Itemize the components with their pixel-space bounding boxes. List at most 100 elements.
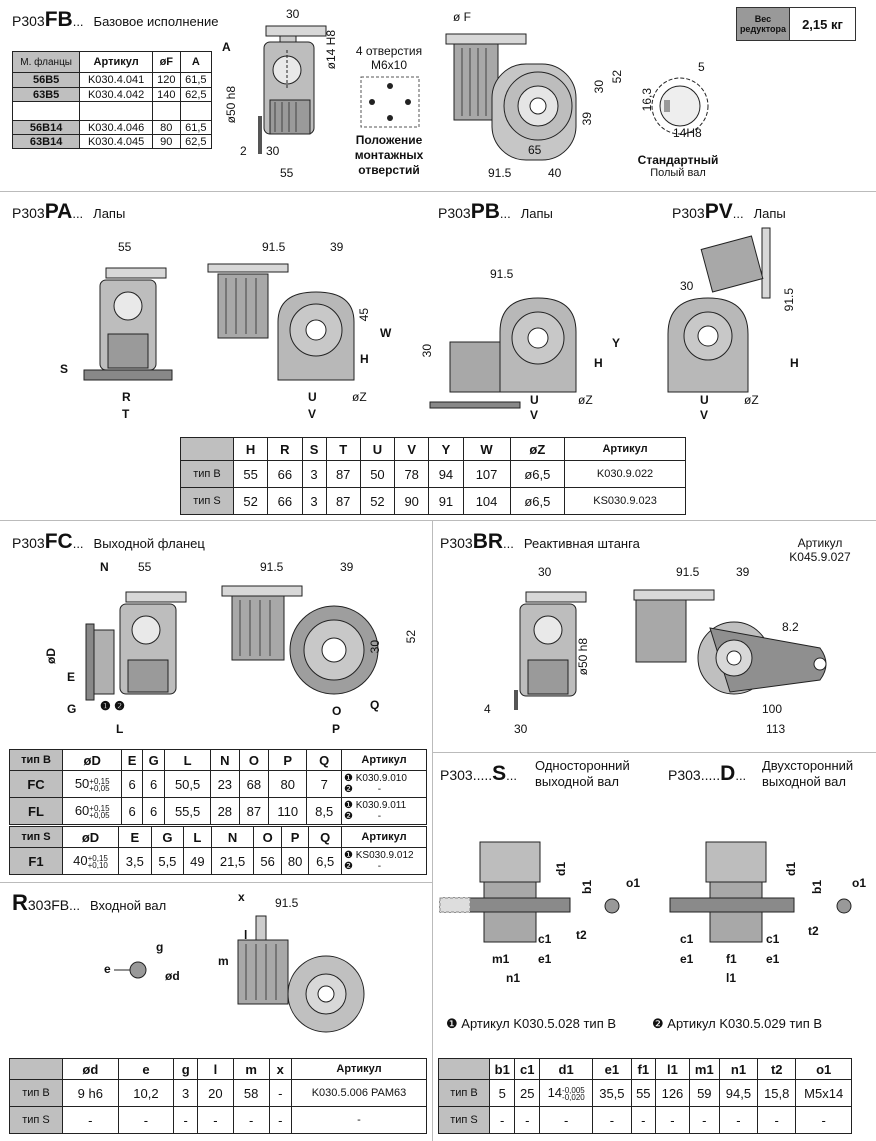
dim-d50: ø50 h8: [224, 86, 238, 124]
dim-fc-g: G: [67, 702, 77, 716]
dim-br-915: 91.5: [676, 565, 700, 579]
fb-front-drawing: [445, 33, 577, 161]
dim-rfb-l: l: [244, 928, 248, 942]
dim-fc-p: P: [332, 722, 341, 736]
dim-br-82: 8.2: [782, 620, 799, 634]
dim-rfb-g: g: [156, 940, 164, 954]
br-side-drawing: [514, 591, 587, 710]
dim-s-m1: m1: [492, 952, 510, 966]
dim-39: 39: [580, 112, 594, 126]
pa-side-drawing: [83, 267, 173, 381]
dim-pa-s: S: [60, 362, 69, 376]
dim-pb-30: 30: [420, 344, 434, 358]
section-title-s: P303.....S...: [440, 762, 518, 785]
dim-pv-u: U: [700, 393, 709, 407]
separator: [432, 520, 433, 1141]
dim-fc-55: 55: [138, 560, 152, 574]
dim-br-d50: ø50 h8: [576, 638, 590, 676]
dim-fc-915: 91.5: [260, 560, 284, 574]
note-1: ❶ Артикул K030.5.028 тип B: [446, 1016, 617, 1031]
s-shaft-drawing: [439, 841, 620, 943]
note-2: ❷ Артикул K030.5.029 тип B: [652, 1016, 823, 1031]
dim-br-113: 113: [766, 722, 786, 736]
dim-pb-915: 91.5: [490, 267, 514, 281]
dim-d-d1: d1: [784, 862, 798, 877]
dim-s-b1: b1: [580, 880, 594, 895]
dim-rfb-d: ød: [165, 969, 180, 983]
separator: [0, 520, 876, 521]
section-title-pv: P303PV...Лапы: [672, 200, 786, 223]
dim-d-t2: t2: [808, 924, 819, 938]
dim-fc-52: 52: [404, 630, 418, 644]
dim-pb-v: V: [530, 408, 539, 422]
section-title-pa: P303PA...Лапы: [12, 200, 126, 223]
dim-pb-z: øZ: [578, 393, 593, 407]
dim-fc-l: L: [116, 722, 124, 736]
dim-s-d1: d1: [554, 862, 568, 877]
section-title-d: P303.....D...: [668, 762, 747, 785]
dim-pa-39: 39: [330, 240, 344, 254]
dim-fc-e: E: [67, 670, 76, 684]
dim-pa-45: 45: [357, 308, 371, 322]
dim-phif: ø F: [453, 10, 471, 24]
dim-pv-z: øZ: [744, 393, 759, 407]
dim-5: 5: [698, 60, 705, 74]
fc-bullets: ❶ ❷: [100, 699, 125, 713]
dim-d-o1: o1: [852, 876, 867, 890]
holes-drawing: [360, 76, 420, 128]
dim-40: 40: [548, 166, 562, 180]
dim-55: 55: [280, 166, 294, 180]
pa-front-drawing: [207, 263, 355, 381]
dim-br-100: 100: [762, 702, 783, 716]
fb-side-drawing: [258, 25, 327, 154]
dim-pa-915: 91.5: [262, 240, 286, 254]
dim-2: 2: [240, 144, 247, 158]
fc-front-drawing: [221, 585, 379, 695]
dim-pa-v: V: [308, 407, 317, 421]
dim-30b: 30: [266, 144, 280, 158]
dim-pb-u: U: [530, 393, 539, 407]
section-title-fb: P303FB...Базовое исполнение: [12, 8, 219, 31]
separator: [0, 191, 876, 192]
dim-pa-r: R: [122, 390, 131, 404]
dim-br-30b: 30: [514, 722, 528, 736]
dim-br-30: 30: [538, 565, 552, 579]
dim-pb-y: Y: [612, 336, 621, 350]
rfb-drawing: [237, 915, 365, 1033]
dim-pv-v: V: [700, 408, 709, 422]
dim-163: 16,3: [640, 88, 654, 112]
dim-d14: ø14 H8: [324, 30, 338, 70]
dim-d-c1b: c1: [766, 932, 780, 946]
separator: [432, 752, 876, 753]
dim-30: 30: [286, 7, 300, 21]
dim-d-e1b: e1: [766, 952, 780, 966]
separator: [0, 882, 432, 883]
dim-pa-w: W: [380, 326, 392, 340]
section-title-fc: P303FC...Выходной фланец: [12, 530, 205, 553]
dim-30c: 30: [592, 80, 606, 94]
dim-rfb-x: x: [238, 890, 245, 904]
dim-pa-h: H: [360, 352, 369, 366]
dim-14h8: 14H8: [673, 126, 702, 140]
dim-s-n1: n1: [506, 971, 521, 985]
dim-pv-915: 91.5: [782, 288, 796, 312]
fc-side-drawing: [85, 591, 187, 701]
section-title-rfb: R303FB...Входной вал: [12, 890, 167, 915]
br-front-drawing: [633, 589, 827, 695]
dim-fc-39: 39: [340, 560, 354, 574]
dim-pa-z: øZ: [352, 390, 367, 404]
dim-fc-q: Q: [370, 698, 380, 712]
dim-pa-u: U: [308, 390, 317, 404]
dim-s-e1: e1: [538, 952, 552, 966]
dim-rfb-915: 91.5: [275, 896, 299, 910]
dim-pb-h: H: [594, 356, 603, 370]
dim-rfb-m: m: [218, 954, 229, 968]
